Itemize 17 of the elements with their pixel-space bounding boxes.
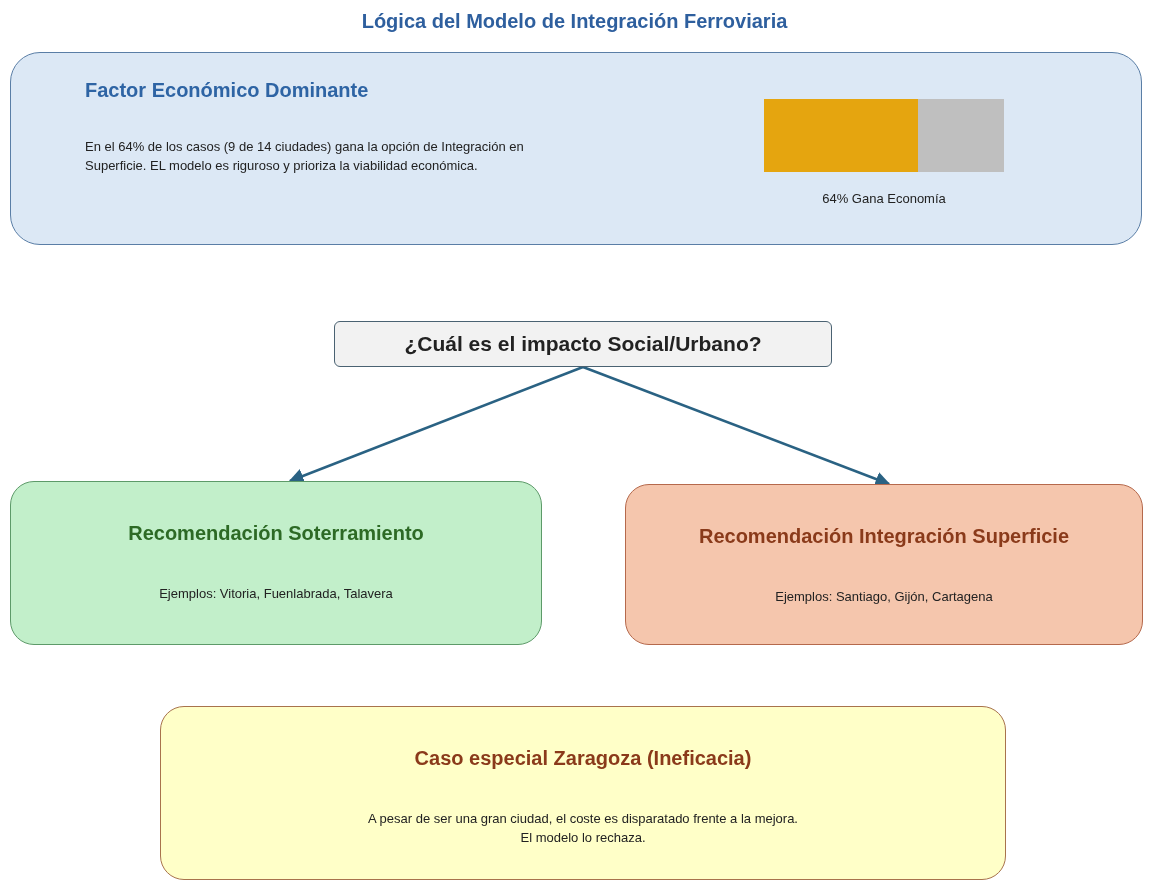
diagram-title: Lógica del Modelo de Integración Ferroviaria [361,10,788,32]
card-heading: Recomendación Integración Superficie [698,525,1070,548]
question-box [334,321,832,367]
progress-bar [764,99,1004,172]
bar-caption: 64% Gana Economía [821,191,947,206]
card-text: En el 64% de los casos (9 de 14 ciudades) gana la opción de Integración en Superficie. EL modelo es riguroso y prioriza la viabilidad económica. [85,138,525,175]
card-heading: Factor Económico Dominante [85,79,369,102]
card-heading: ¿Cuál es el impacto Social/Urbano? [404,332,762,356]
card-text: A pesar de ser una gran ciudad, el coste es disparatado frente a la mejora. El modelo lo rechaza. [367,810,799,847]
info-card [160,706,1006,880]
info-card [10,481,542,645]
info-card [625,484,1143,645]
info-card [10,52,1142,245]
card-heading: Caso especial Zaragoza (Ineficacia) [414,747,752,770]
card-heading: Recomendación Soterramiento [128,522,424,545]
card-text: Ejemplos: Santiago, Gijón, Cartagena [775,588,993,606]
card-text: Ejemplos: Vitoria, Fuenlabrada, Talavera [159,585,393,603]
